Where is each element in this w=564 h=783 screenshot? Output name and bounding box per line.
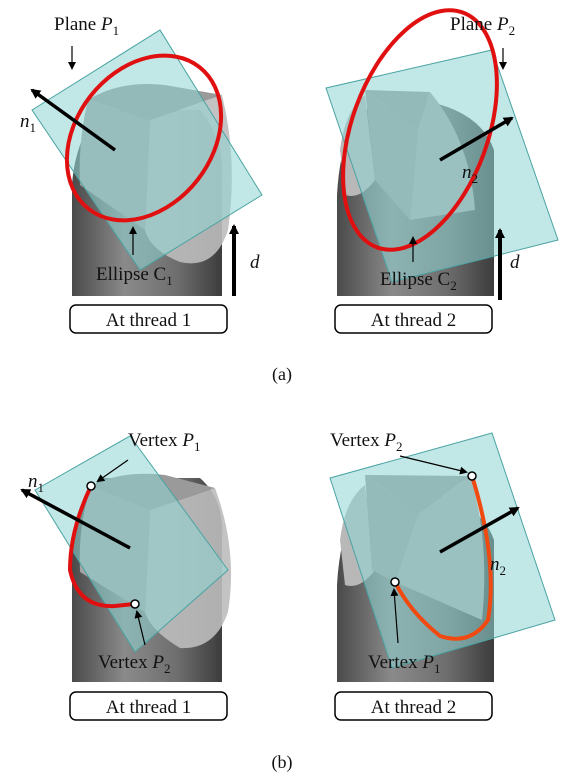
normal-arrow-n2 [439, 506, 520, 554]
plane-b-left [34, 435, 229, 653]
thread-label: At thread 1 [106, 697, 191, 718]
normal-label: n1 [28, 471, 44, 495]
direction-label: d [510, 252, 520, 273]
thread-label-box [334, 304, 493, 334]
vertex-pointer-top [96, 459, 129, 483]
plane-p2 [325, 49, 559, 283]
caption-a: (a) [272, 364, 292, 385]
thread-label-box [69, 304, 228, 334]
ellipse-label: Ellipse C1 [96, 264, 173, 288]
vertex-bottom-label: Vertex P2 [98, 652, 170, 676]
panel-b-right: Vertex P2 n2 Vertex P1 At thread 2 [329, 430, 556, 721]
vertex-bottom-label: Vertex P1 [368, 652, 440, 676]
panel-a-right: Plane P2 n2 Ellipse C2 d At thread 2 [325, 8, 559, 334]
ellipse-c2 [341, 8, 499, 252]
intersection-curve [67, 485, 135, 609]
normal-label: n2 [462, 162, 478, 186]
thread-label: At thread 2 [371, 310, 456, 331]
normal-arrow-n1 [30, 88, 117, 152]
ellipse-label: Ellipse C2 [380, 269, 457, 293]
normal-arrow-n1 [20, 488, 131, 550]
thread-label: At thread 2 [371, 697, 456, 718]
vertex-pointer-bottom [390, 588, 399, 644]
normal-label: n2 [490, 554, 506, 578]
panel-b-left: Vertex P1 n1 Vertex P2 At thread 1 [20, 430, 232, 721]
vertex-top-label: Vertex P2 [330, 430, 402, 454]
vertex-pointer-bottom [134, 610, 146, 646]
normal-label: n1 [20, 111, 36, 135]
panel-a-left: Plane P1 n1 Ellipse C1 d At thread 1 [20, 14, 263, 334]
thread-label-box [334, 691, 493, 721]
vertex-top-label: Vertex P1 [128, 430, 200, 454]
intersection-curve [393, 475, 493, 641]
thread-label-box [69, 691, 228, 721]
plane-label: Plane P2 [450, 14, 515, 38]
thread-label: At thread 1 [106, 310, 191, 331]
vertex-pointer-top [399, 455, 468, 475]
vertex-marker-top [467, 471, 477, 481]
vertex-marker-top [86, 481, 96, 491]
vertex-marker-bottom [390, 577, 400, 587]
caption-b: (b) [272, 752, 293, 773]
plane-label: Plane P1 [54, 14, 119, 38]
direction-label: d [250, 252, 260, 273]
ellipse-c1 [64, 53, 224, 223]
normal-arrow-n2 [439, 116, 514, 162]
vertex-marker-bottom [130, 599, 140, 609]
